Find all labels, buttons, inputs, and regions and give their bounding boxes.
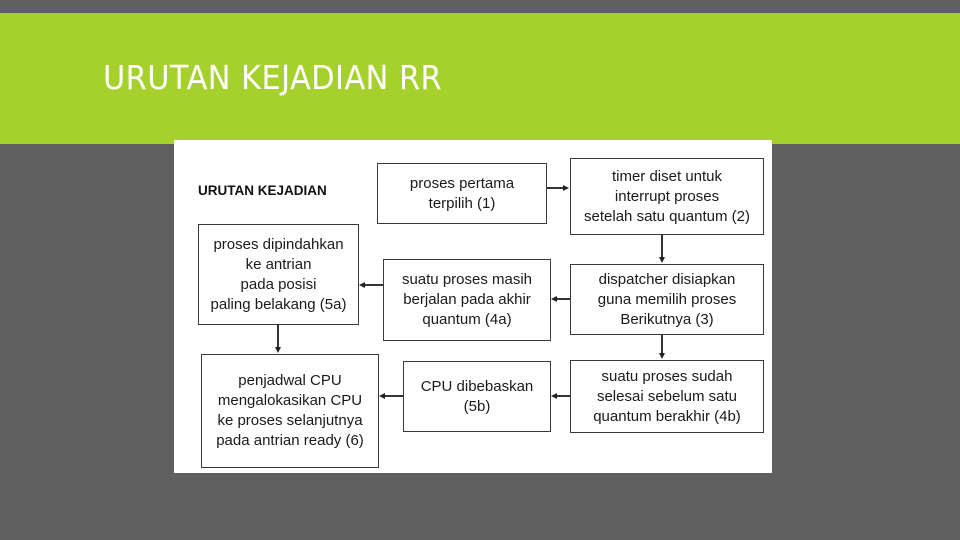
arrow-4a-to-5a-line — [365, 284, 383, 286]
step-2-text: timer diset untuk interrupt proses setel… — [584, 167, 750, 225]
arrow-3-to-4a-head-icon — [551, 296, 557, 302]
title-banner — [0, 13, 960, 144]
step-5a-text: proses dipindahkan ke antrian pada posis… — [210, 235, 347, 313]
arrow-2-to-3-head-icon — [659, 257, 665, 263]
step-6-box: penjadwal CPU mengalokasikan CPU ke pros… — [201, 354, 379, 468]
arrow-5a-to-6-head-icon — [275, 347, 281, 353]
arrow-5a-to-6-line — [277, 325, 279, 348]
step-6-text: penjadwal CPU mengalokasikan CPU ke pros… — [216, 372, 364, 449]
step-4a-text: suatu proses masih berjalan pada akhir q… — [401, 271, 533, 328]
step-3-box: dispatcher disiapkan guna memilih proses… — [570, 264, 764, 335]
step-3-text: dispatcher disiapkan guna memilih proses… — [597, 270, 737, 328]
step-1-text: proses pertama terpilih (1) — [409, 174, 515, 212]
arrow-5b-to-6-head-icon — [379, 393, 385, 399]
step-2-box: timer diset untuk interrupt proses setel… — [570, 158, 764, 235]
arrow-4b-to-5b-head-icon — [551, 393, 557, 399]
arrow-5b-to-6-line — [385, 395, 403, 397]
step-5b-box: CPU dibebaskan (5b) — [403, 361, 551, 432]
arrow-2-to-3-line — [661, 235, 663, 258]
step-4b-text: suatu proses sudah selesai sebelum satu … — [593, 367, 741, 425]
slide-title: URUTAN KEJADIAN RR — [103, 58, 443, 97]
step-5a-box: proses dipindahkan ke antrian pada posis… — [198, 224, 359, 325]
diagram-heading: URUTAN KEJADIAN — [198, 183, 327, 198]
arrow-1-to-2-line — [547, 187, 564, 189]
arrow-3-to-4b-line — [661, 335, 663, 354]
arrow-3-to-4a-line — [557, 298, 570, 300]
arrow-1-to-2-head-icon — [563, 185, 569, 191]
arrow-4a-to-5a-head-icon — [359, 282, 365, 288]
arrow-4b-to-5b-line — [557, 395, 570, 397]
step-1-box: proses pertama terpilih (1) — [377, 163, 547, 224]
step-5b-text: CPU dibebaskan (5b) — [420, 377, 534, 415]
step-4a-box: suatu proses masih berjalan pada akhir q… — [383, 259, 551, 341]
arrow-3-to-4b-head-icon — [659, 353, 665, 359]
step-4b-box: suatu proses sudah selesai sebelum satu … — [570, 360, 764, 433]
